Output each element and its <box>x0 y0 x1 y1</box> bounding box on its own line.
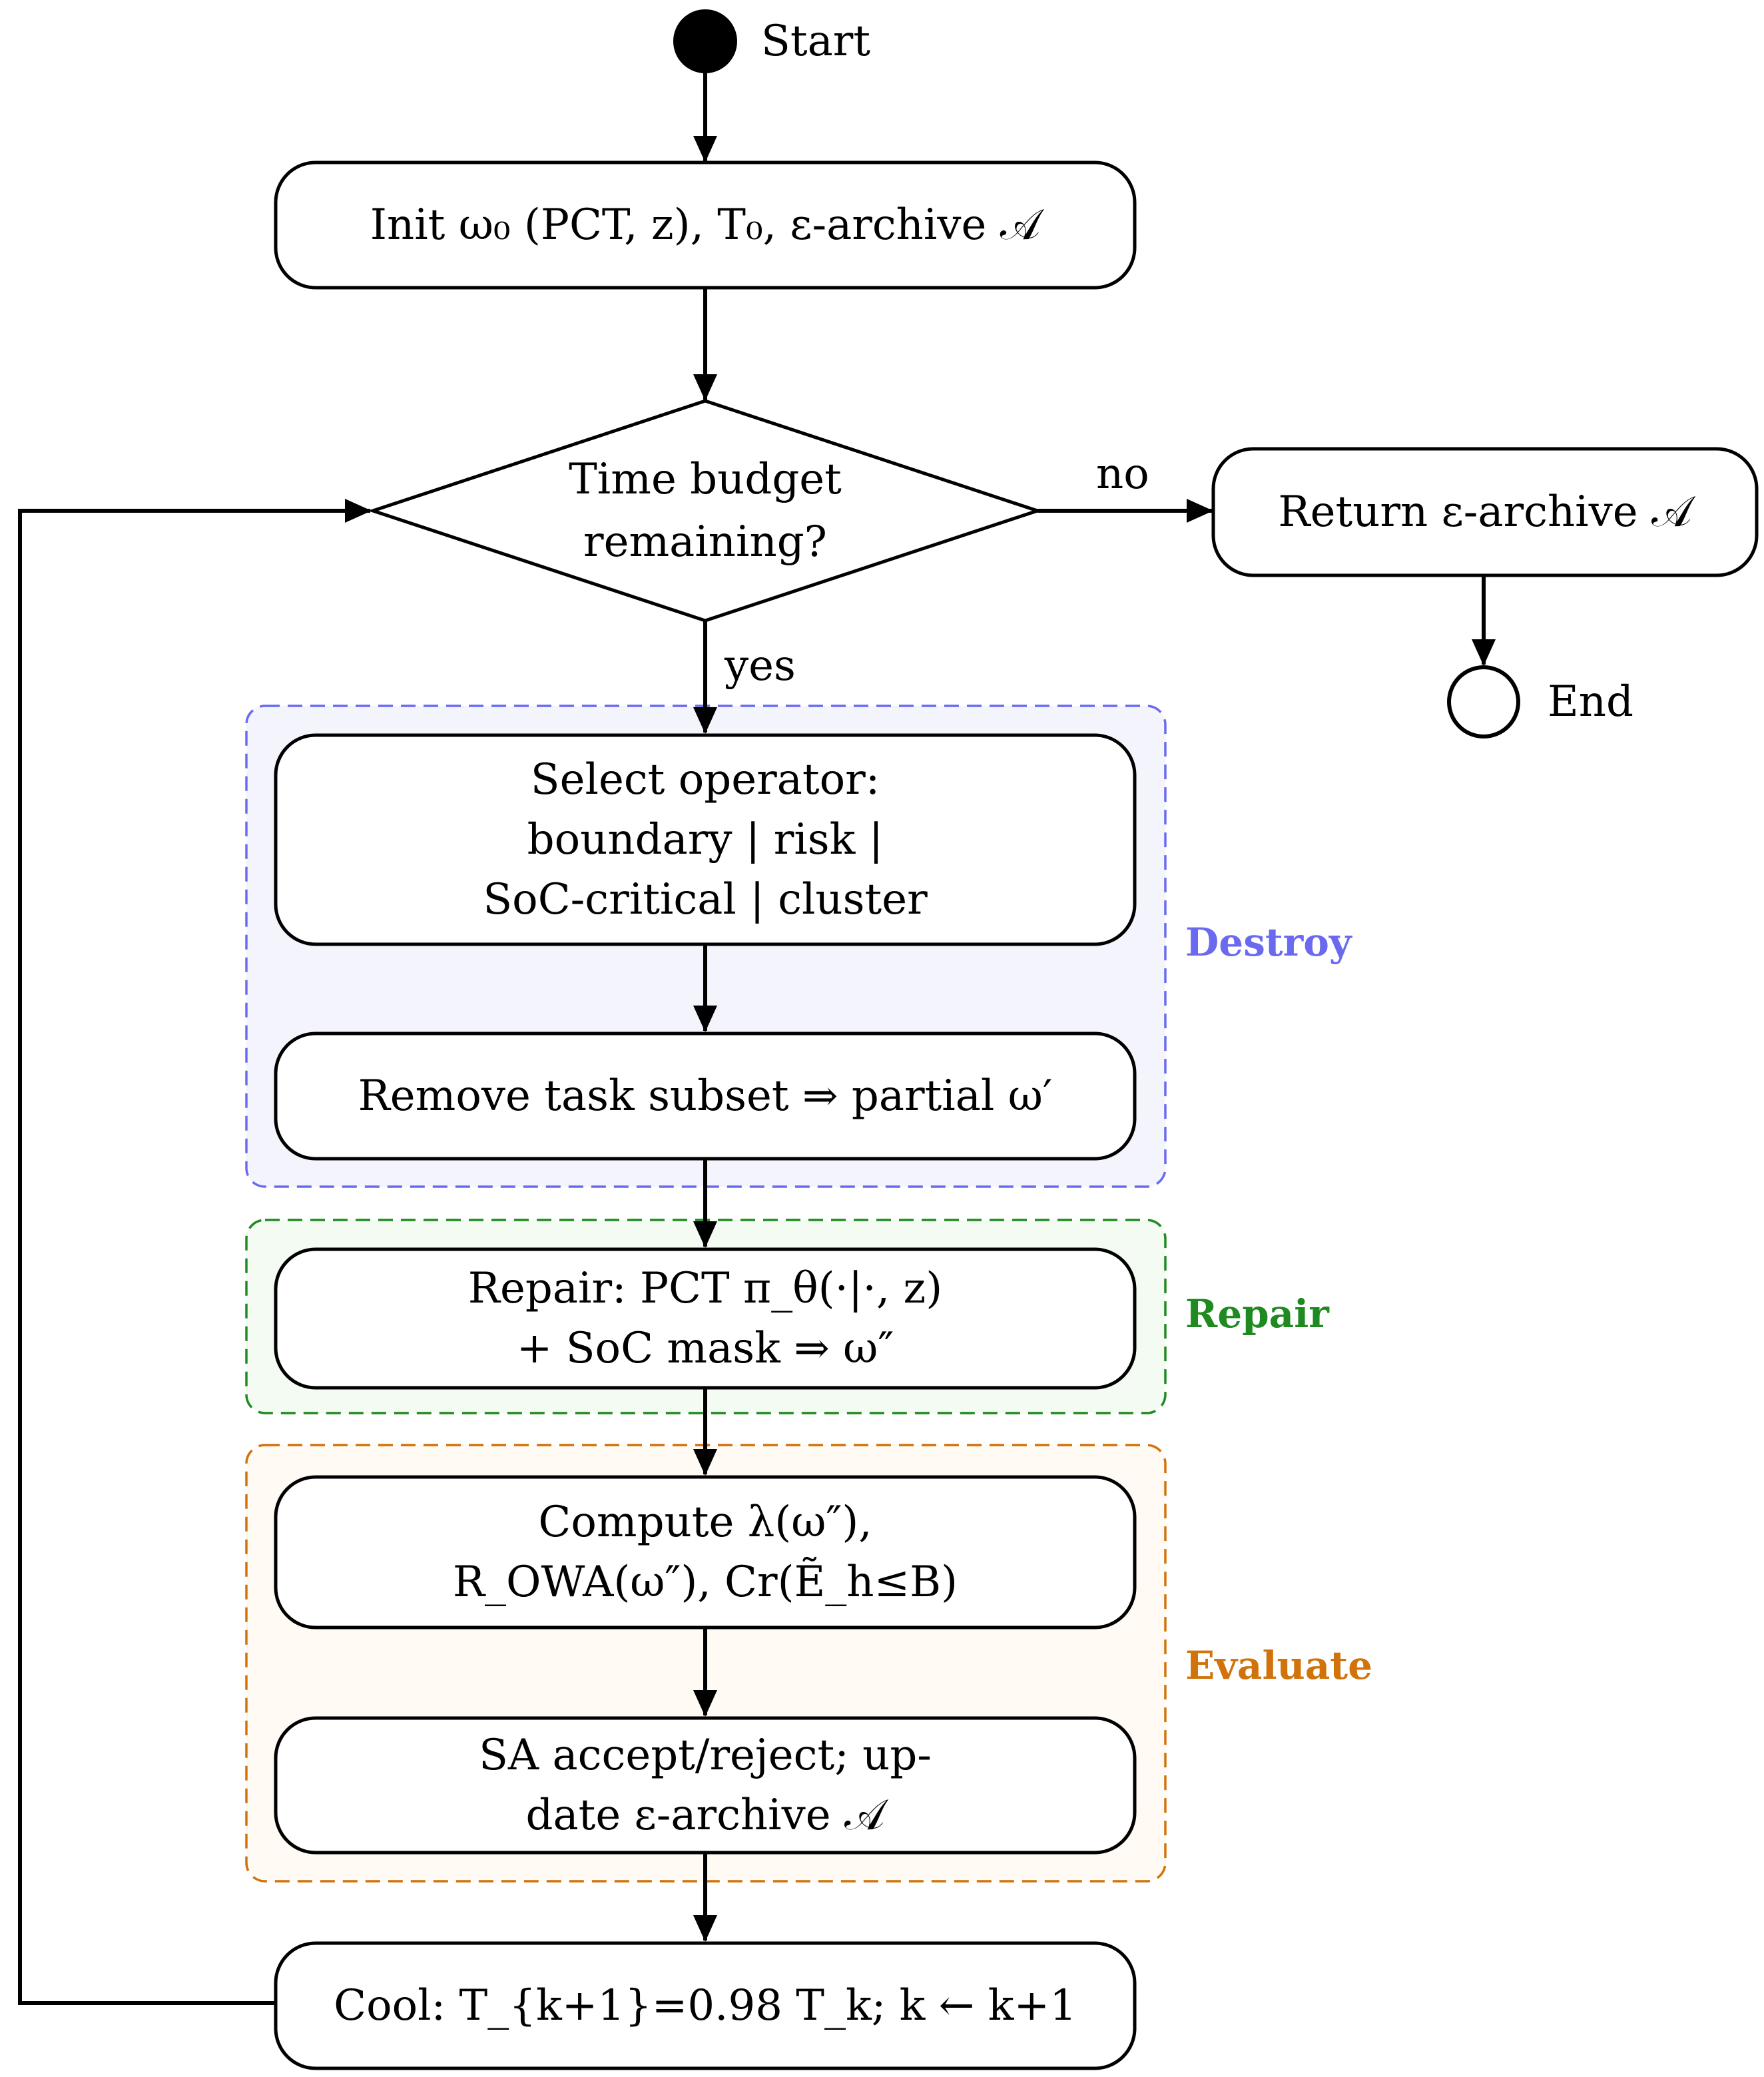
compute-line-1: Compute λ(ω″), <box>538 1498 872 1547</box>
select-line-3: SoC-critical | cluster <box>483 875 928 924</box>
select-node <box>274 733 1137 946</box>
decision-node <box>368 399 1043 623</box>
init-line-1: Init ω₀ (PCT, z), T₀, ε-archive 𝒜 <box>370 200 1041 250</box>
compute-node <box>274 1475 1137 1630</box>
select-line-1: Select operator: <box>530 755 880 804</box>
end-node <box>1447 665 1520 739</box>
init-node <box>274 160 1137 290</box>
edge-label-yes: yes <box>725 641 796 691</box>
remove-line-1: Remove task subset ⇒ partial ω′ <box>358 1071 1053 1121</box>
end-label: End <box>1548 677 1633 727</box>
decision-text: Time budget remaining? <box>506 444 904 577</box>
accept-text: SA accept/reject; up- date ε-archive 𝒜 <box>276 1718 1135 1853</box>
select-line-2: boundary | risk | <box>527 815 884 864</box>
cool-text: Cool: T_{k+1}=0.98 T_k; k ← k+1 <box>276 1943 1135 2068</box>
start-node <box>673 9 737 73</box>
init-text: Init ω₀ (PCT, z), T₀, ε-archive 𝒜 <box>276 162 1135 288</box>
select-text: Select operator: boundary | risk | SoC-c… <box>276 735 1135 944</box>
repair-line-1: Repair: PCT π_θ(·|·, z) <box>467 1264 943 1313</box>
return-text: Return ε-archive 𝒜 <box>1213 449 1757 575</box>
decision-line-1: Time budget <box>569 455 842 504</box>
repair-line-2: + SoC mask ⇒ ω″ <box>516 1324 894 1373</box>
repair-text: Repair: PCT π_θ(·|·, z) + SoC mask ⇒ ω″ <box>276 1249 1135 1388</box>
evaluate-group-label: Evaluate <box>1185 1643 1372 1688</box>
edge-cool-loop <box>18 499 372 2005</box>
edge-label-no: no <box>1096 449 1149 499</box>
decision-line-2: remaining? <box>583 517 827 567</box>
cool-node <box>274 1941 1137 2070</box>
remove-text: Remove task subset ⇒ partial ω′ <box>276 1034 1135 1159</box>
repair-group-label: Repair <box>1185 1291 1329 1336</box>
repair-node <box>274 1247 1137 1390</box>
accept-line-1: SA accept/reject; up- <box>479 1731 932 1780</box>
start-label: Start <box>761 17 871 66</box>
return-line-1: Return ε-archive 𝒜 <box>1278 487 1692 537</box>
accept-line-2: date ε-archive 𝒜 <box>525 1791 885 1840</box>
accept-node <box>274 1716 1137 1855</box>
cool-line-1: Cool: T_{k+1}=0.98 T_k; k ← k+1 <box>334 1981 1077 2030</box>
return-node <box>1211 447 1759 577</box>
destroy-group-label: Destroy <box>1185 920 1352 965</box>
remove-node <box>274 1032 1137 1161</box>
compute-text: Compute λ(ω″), R_OWA(ω″), Cr(Ẽ_h≤B) <box>276 1477 1135 1628</box>
compute-line-2: R_OWA(ω″), Cr(Ẽ_h≤B) <box>452 1558 958 1607</box>
